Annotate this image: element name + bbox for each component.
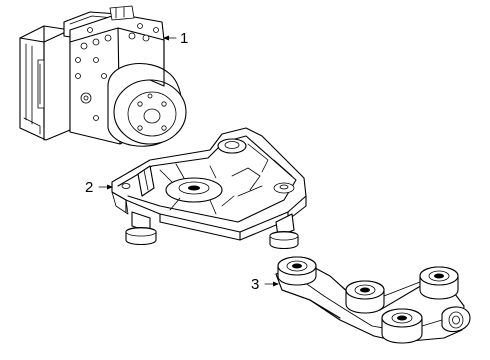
abs-modulator-assembly: [19, 5, 187, 147]
leader-arrow-2: [107, 184, 113, 190]
callout-label-2: 2: [85, 179, 93, 196]
callout-1: 1: [163, 30, 188, 47]
pump-motor: [107, 62, 187, 147]
leader-arrow-3: [273, 281, 279, 287]
mounting-bracket: [111, 127, 307, 250]
callout-label-1: 1: [180, 30, 188, 47]
port-holes: [75, 23, 159, 121]
bushing-cup-left: [277, 256, 317, 286]
callout-2: 2: [85, 179, 113, 196]
callout-label-3: 3: [251, 276, 259, 293]
bushing-cup-lower: [381, 308, 423, 344]
bushing-cup-middle: [345, 280, 385, 314]
bracket-bushing-left: [125, 211, 157, 246]
lower-bracket: [275, 256, 471, 344]
bracket-bushing-right: [269, 213, 299, 250]
mounting-ear: [441, 306, 471, 333]
bushing-cup-right: [419, 266, 459, 300]
leader-arrow-1: [163, 35, 169, 41]
callout-3: 3: [251, 276, 279, 293]
